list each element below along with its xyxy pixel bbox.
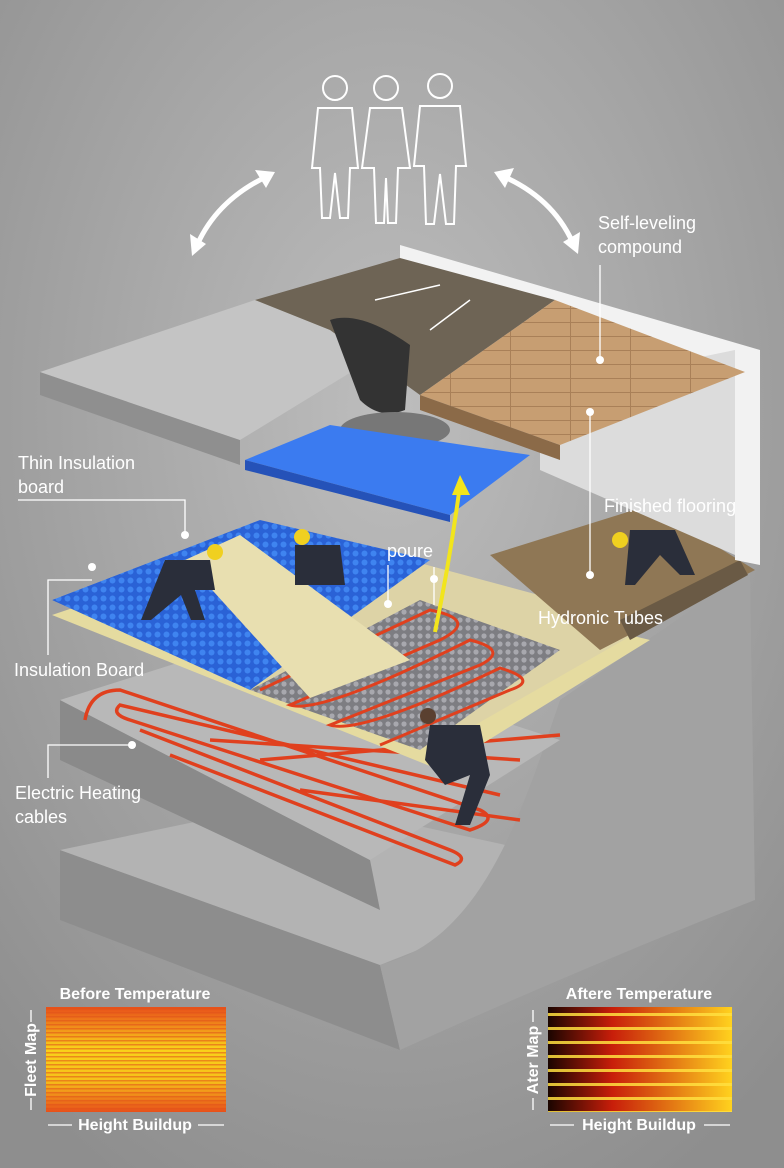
right-arrow-head-icon — [494, 168, 514, 188]
wall — [400, 245, 760, 565]
poure-label: poure — [387, 541, 433, 561]
left-arrow-head-icon — [255, 170, 275, 188]
label-poure: poure — [384, 541, 438, 608]
label-thin-insulation: Thin Insulation board — [18, 453, 189, 539]
electric-heating-label-line2: cables — [15, 807, 67, 827]
after-heatmap-x-label: Height Buildup — [582, 1117, 696, 1134]
label-insulation-board: Insulation Board — [14, 563, 144, 680]
thin-insulation-label-line2: board — [18, 477, 64, 497]
before-temperature-heatmap: Before Temperature Fleet Map Height Buil… — [23, 986, 226, 1134]
top-slab — [40, 258, 745, 465]
self-leveling-label-line1: Self-leveling — [598, 213, 696, 233]
label-electric-heating: Electric Heating cables — [15, 741, 141, 827]
pour-arrow-icon — [433, 484, 462, 633]
finished-flooring-base — [490, 505, 755, 650]
left-arrow-tail-icon — [190, 234, 206, 256]
after-temperature-heatmap: Aftere Temperature Ater Map Height Build… — [525, 986, 732, 1134]
electric-heating-label-line1: Electric Heating — [15, 783, 141, 803]
concrete-base — [60, 570, 755, 1050]
insulation-board-label: Insulation Board — [14, 660, 144, 680]
worker-icon — [141, 529, 695, 825]
pour-arrow-head-icon — [452, 475, 470, 495]
hydronic-grid — [250, 600, 560, 750]
left-curved-arrow-icon — [192, 172, 272, 251]
label-hydronic-tubes: Hydronic Tubes — [538, 608, 663, 628]
floating-insulation-board-edge — [245, 460, 450, 522]
before-heatmap-x-label: Height Buildup — [78, 1117, 192, 1134]
hydronic-tubes — [259, 608, 525, 747]
before-heatmap-title: Before Temperature — [60, 986, 211, 1003]
after-heatmap-y-label: Ater Map — [525, 1026, 542, 1095]
people-icon — [310, 73, 468, 225]
self-leveling-label-line2: compound — [598, 237, 682, 257]
finished-flooring-label: Finished flooring — [604, 496, 736, 516]
finished-flooring-edge — [620, 560, 748, 640]
electric-heating-cables — [83, 688, 561, 867]
label-self-leveling: Self-leveling compound — [596, 213, 696, 364]
label-finished-flooring: Finished flooring — [586, 408, 736, 579]
thin-insulation-board — [185, 535, 410, 698]
thin-insulation-label-line1: Thin Insulation — [18, 453, 135, 473]
after-heatmap-title: Aftere Temperature — [566, 986, 713, 1003]
right-arrow-tail-icon — [563, 232, 580, 254]
before-heatmap-y-label: Fleet Map — [23, 1023, 40, 1097]
